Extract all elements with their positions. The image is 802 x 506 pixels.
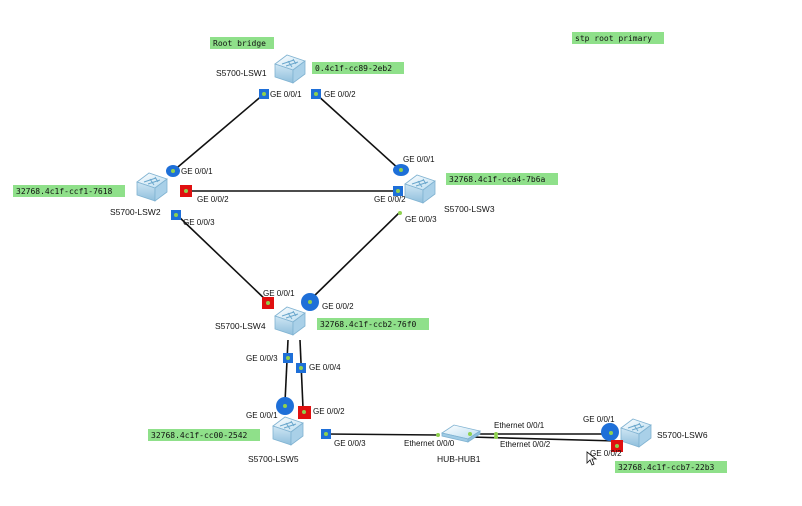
port-label-lsw3-g3: GE 0/0/3 [405, 215, 437, 224]
switch-lsw2[interactable] [136, 172, 168, 202]
link-lsw4-lsw5-a[interactable] [284, 339, 289, 403]
link-lsw3-lsw4[interactable] [309, 211, 401, 301]
port-label-lsw3-g1: GE 0/0/1 [403, 155, 435, 164]
device-label-lsw6: S5700-LSW6 [657, 430, 708, 440]
switch-lsw6[interactable] [620, 418, 652, 448]
port-label-lsw4-g4: GE 0/0/4 [309, 363, 341, 372]
port-label-lsw4-g2: GE 0/0/2 [322, 302, 354, 311]
port-labels: GE 0/0/1 GE 0/0/2 GE 0/0/1 GE 0/0/2 GE 0… [181, 90, 622, 458]
link-lsw1-lsw3[interactable] [315, 93, 401, 171]
device-label-lsw4: S5700-LSW4 [215, 321, 266, 331]
note-lsw6-bridge-id: 32768.4c1f-ccb7-22b3 [615, 461, 727, 473]
device-label-hub1: HUB-HUB1 [437, 454, 481, 464]
note-lsw2-bridge-id: 32768.4c1f-ccf1-7618 [13, 185, 125, 197]
port-label-lsw5-g1: GE 0/0/1 [246, 411, 278, 420]
svg-text:32768.4c1f-ccb7-22b3: 32768.4c1f-ccb7-22b3 [618, 463, 715, 472]
port-label-hub-e2: Ethernet 0/0/2 [500, 440, 551, 449]
svg-text:stp root primary: stp root primary [575, 34, 652, 43]
device-label-lsw3: S5700-LSW3 [444, 204, 495, 214]
port-label-lsw2-g3: GE 0/0/3 [183, 218, 215, 227]
switch-lsw1[interactable] [274, 54, 306, 84]
port-label-lsw6-g2: GE 0/0/2 [590, 449, 622, 458]
switch-lsw3[interactable] [404, 174, 436, 204]
device-label-lsw5: S5700-LSW5 [248, 454, 299, 464]
switch-lsw4[interactable] [274, 306, 306, 336]
link-lsw4-lsw5-b[interactable] [299, 339, 304, 409]
port-label-lsw4-g1: GE 0/0/1 [263, 289, 295, 298]
port-label-lsw5-g2: GE 0/0/2 [313, 407, 345, 416]
port-label-lsw1-g2: GE 0/0/2 [324, 90, 356, 99]
port-label-hub-e0: Ethernet 0/0/0 [404, 439, 455, 448]
svg-text:Root bridge: Root bridge [213, 39, 266, 48]
note-lsw4-bridge-id: 32768.4c1f-ccb2-76f0 [317, 318, 429, 330]
note-root-bridge: Root bridge [210, 37, 274, 49]
svg-text:0.4c1f-cc89-2eb2: 0.4c1f-cc89-2eb2 [315, 64, 392, 73]
port-label-lsw2-g2: GE 0/0/2 [197, 195, 229, 204]
port-label-lsw2-g1: GE 0/0/1 [181, 167, 213, 176]
svg-text:32768.4c1f-cca4-7b6a: 32768.4c1f-cca4-7b6a [449, 175, 546, 184]
svg-text:32768.4c1f-ccf1-7618: 32768.4c1f-ccf1-7618 [16, 187, 113, 196]
port-leds [171, 92, 619, 448]
link-lsw2-lsw4[interactable] [175, 213, 269, 303]
port-markers [166, 89, 623, 452]
port-label-hub-e1: Ethernet 0/0/1 [494, 421, 545, 430]
port-label-lsw1-g1: GE 0/0/1 [270, 90, 302, 99]
device-label-lsw1: S5700-LSW1 [216, 68, 267, 78]
switch-lsw5[interactable] [272, 416, 304, 446]
port-label-lsw6-g1: GE 0/0/1 [583, 415, 615, 424]
links [171, 93, 618, 442]
link-lsw1-lsw2[interactable] [171, 93, 265, 173]
port-label-lsw5-g3: GE 0/0/3 [334, 439, 366, 448]
note-lsw1-bridge-id: 0.4c1f-cc89-2eb2 [312, 62, 404, 74]
device-label-lsw2: S5700-LSW2 [110, 207, 161, 217]
note-lsw5-bridge-id: 32768.4c1f-cc00-2542 [148, 429, 260, 441]
note-lsw3-bridge-id: 32768.4c1f-cca4-7b6a [446, 173, 558, 185]
svg-text:32768.4c1f-ccb2-76f0: 32768.4c1f-ccb2-76f0 [320, 320, 417, 329]
svg-text:32768.4c1f-cc00-2542: 32768.4c1f-cc00-2542 [151, 431, 248, 440]
note-stp-root-primary: stp root primary [572, 32, 664, 44]
port-label-lsw3-g2: GE 0/0/2 [374, 195, 406, 204]
mouse-cursor-icon [586, 451, 598, 466]
link-lsw5-hub[interactable] [325, 433, 439, 436]
port-label-lsw4-g3: GE 0/0/3 [246, 354, 278, 363]
